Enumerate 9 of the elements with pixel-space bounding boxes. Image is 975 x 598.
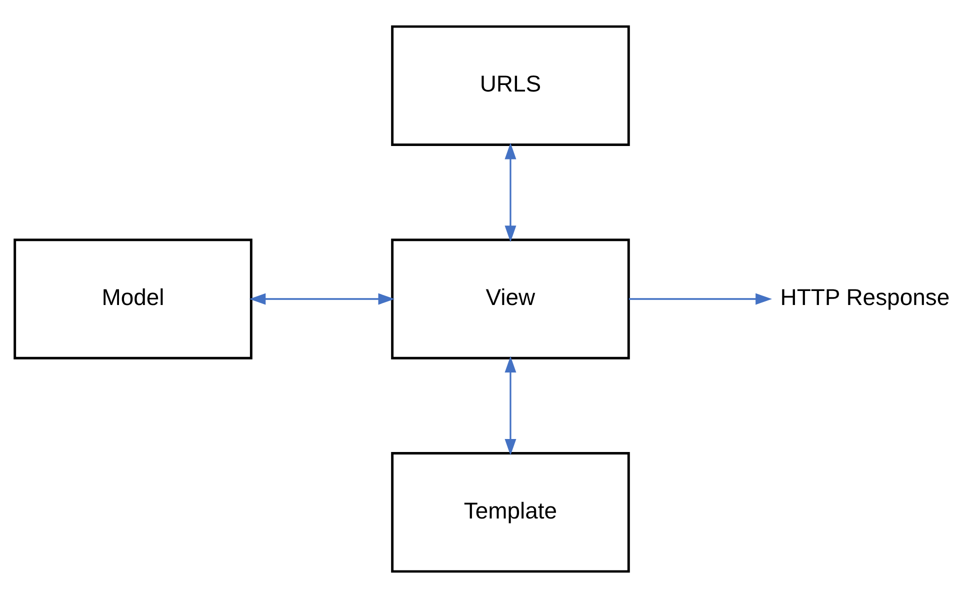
arrow bbox=[249, 293, 395, 305]
node-box: View bbox=[391, 238, 630, 360]
node-text: HTTP Response bbox=[780, 284, 950, 310]
node-box: Model bbox=[14, 238, 252, 360]
node-box: URLS bbox=[391, 25, 630, 146]
arrow bbox=[628, 293, 772, 305]
arrow bbox=[504, 356, 516, 456]
node-box: Template bbox=[391, 452, 630, 573]
arrow bbox=[504, 142, 516, 242]
